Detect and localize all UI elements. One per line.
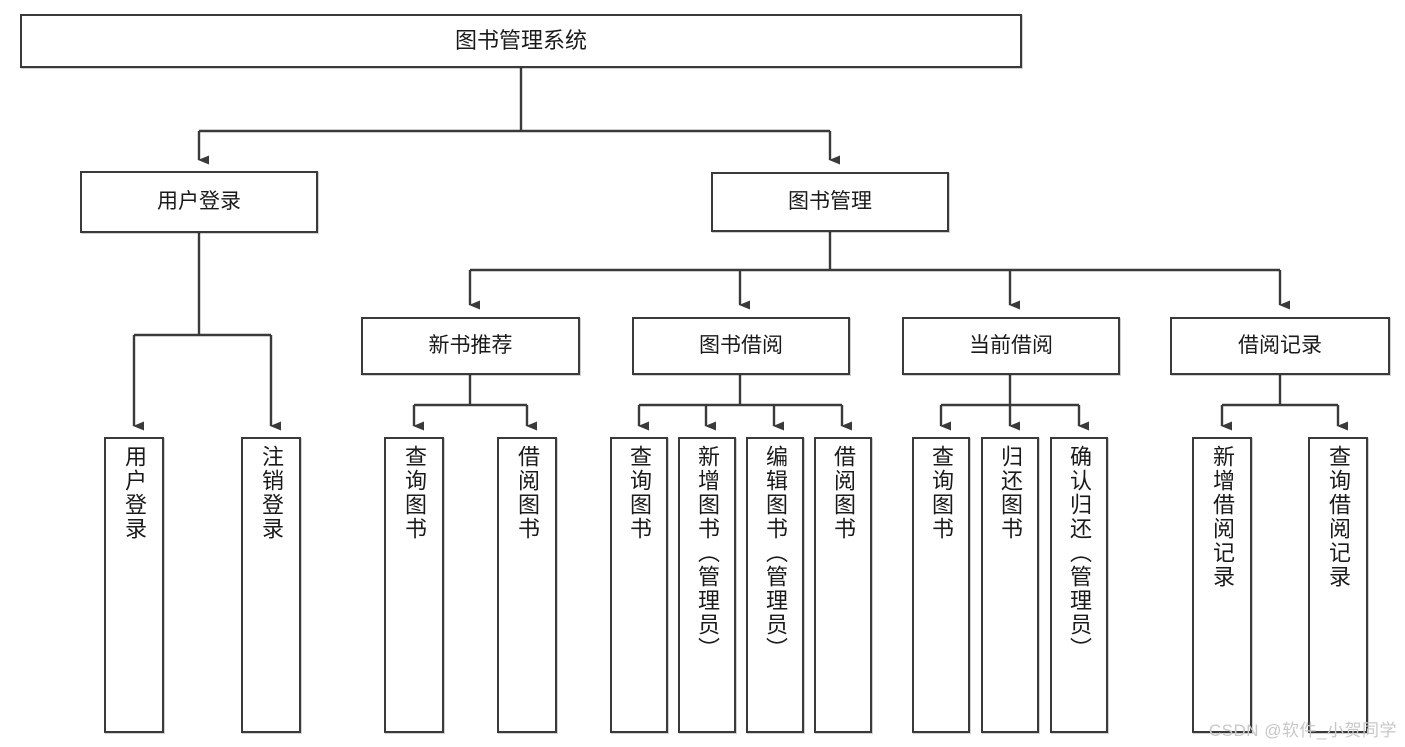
- node-root-system[interactable]: 图书管理系统: [20, 14, 1022, 68]
- node-label: 查询图书: [929, 445, 954, 541]
- node-label: 查询图书: [402, 445, 427, 541]
- node-label: 借阅图书: [515, 445, 540, 541]
- node-user-login[interactable]: 用户登录: [80, 171, 318, 233]
- node-label: 编辑图书（管理员）: [763, 445, 788, 661]
- leaf-records-add-record[interactable]: 新增借阅记录: [1192, 437, 1252, 733]
- leaf-recommend-borrow-book[interactable]: 借阅图书: [497, 437, 557, 733]
- node-book-management[interactable]: 图书管理: [711, 172, 949, 232]
- csdn-watermark: CSDN @软件_小贺同学: [1208, 721, 1397, 740]
- leaf-borrow-borrow-book[interactable]: 借阅图书: [814, 437, 872, 733]
- node-borrow-records[interactable]: 借阅记录: [1170, 317, 1390, 375]
- leaf-records-query-record[interactable]: 查询借阅记录: [1308, 437, 1368, 733]
- leaf-borrow-add-book[interactable]: 新增图书（管理员）: [678, 437, 736, 733]
- leaf-user-login-signout[interactable]: 注销登录: [241, 437, 301, 733]
- leaf-current-return-book[interactable]: 归还图书: [981, 437, 1039, 733]
- node-label: 用户登录: [157, 189, 241, 213]
- node-label: 图书管理系统: [454, 28, 587, 54]
- node-label: 注销登录: [259, 445, 284, 541]
- leaf-current-query-book[interactable]: 查询图书: [912, 437, 970, 733]
- node-label: 查询借阅记录: [1326, 445, 1351, 589]
- leaf-user-login-signin[interactable]: 用户登录: [104, 437, 164, 733]
- node-book-borrow[interactable]: 图书借阅: [632, 317, 850, 375]
- leaf-current-confirm-return[interactable]: 确认归还（管理员）: [1050, 437, 1108, 733]
- node-label: 借阅记录: [1238, 333, 1322, 357]
- node-label: 查询图书: [627, 445, 652, 541]
- node-label: 用户登录: [122, 445, 147, 541]
- node-label: 确认归还（管理员）: [1067, 445, 1092, 661]
- leaf-recommend-query-book[interactable]: 查询图书: [384, 437, 444, 733]
- node-label: 图书借阅: [699, 333, 783, 357]
- node-label: 新增图书（管理员）: [695, 445, 720, 661]
- node-label: 图书管理: [788, 189, 872, 213]
- node-new-book-recommend[interactable]: 新书推荐: [361, 317, 580, 375]
- node-label: 新书推荐: [428, 333, 513, 357]
- leaf-borrow-edit-book[interactable]: 编辑图书（管理员）: [746, 437, 804, 733]
- node-label: 当前借阅: [969, 333, 1053, 357]
- node-label: 借阅图书: [831, 445, 856, 541]
- node-current-borrow[interactable]: 当前借阅: [902, 317, 1120, 375]
- node-label: 归还图书: [998, 445, 1023, 541]
- leaf-borrow-query-book[interactable]: 查询图书: [610, 437, 668, 733]
- node-label: 新增借阅记录: [1210, 445, 1235, 589]
